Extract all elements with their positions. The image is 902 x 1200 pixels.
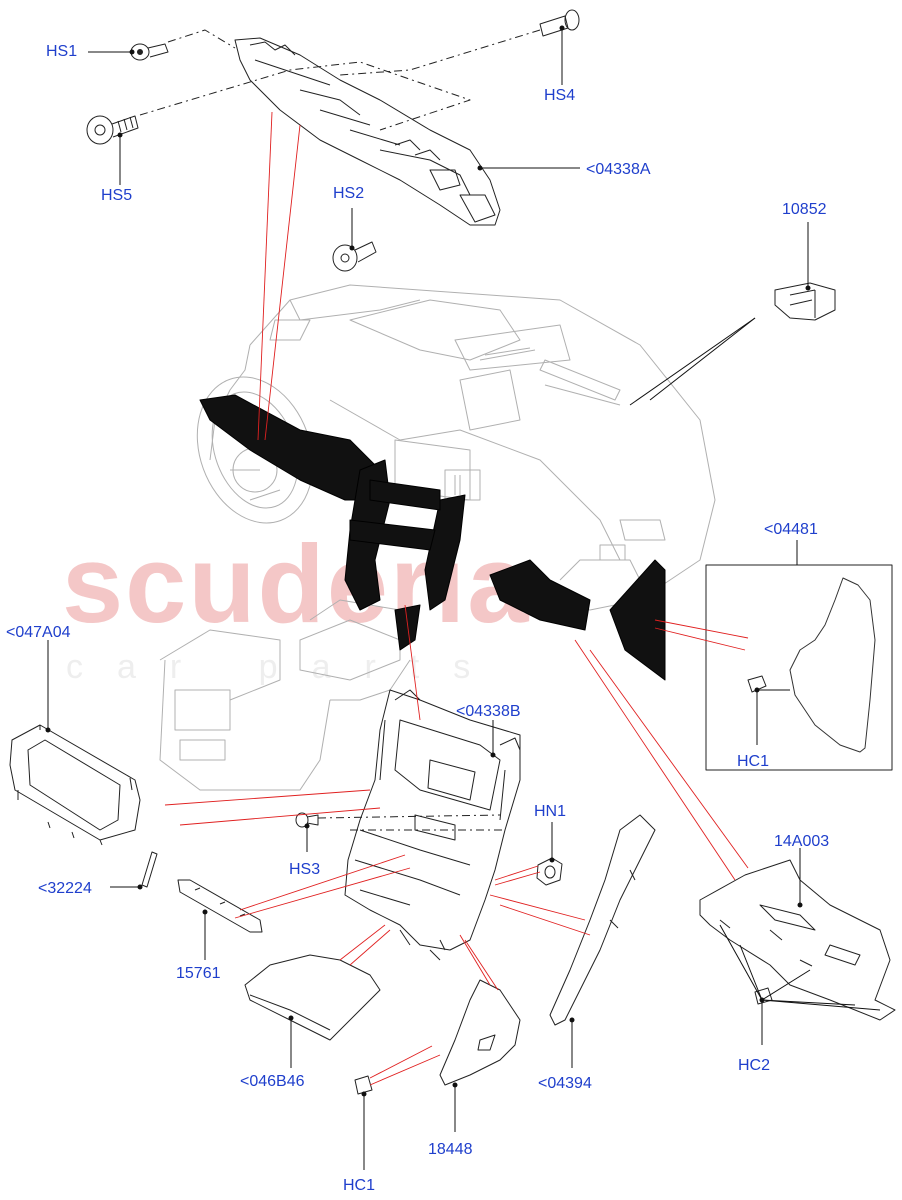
callout-hc1-bottom[interactable]: HC1 bbox=[343, 1177, 376, 1194]
dashboard-highlight-parts bbox=[200, 395, 665, 680]
upper-dash-bracket bbox=[235, 38, 500, 225]
callout-hn1[interactable]: HN1 bbox=[534, 803, 567, 820]
callout-hc2[interactable]: HC2 bbox=[738, 1057, 771, 1074]
bolt-hs4 bbox=[540, 10, 579, 36]
callout-04338a[interactable]: <04338A bbox=[586, 161, 651, 178]
callout-18448[interactable]: 18448 bbox=[428, 1141, 473, 1158]
callout-hs4[interactable]: HS4 bbox=[544, 87, 576, 104]
callout-hs5[interactable]: HS5 bbox=[101, 187, 133, 204]
bolt-hs2 bbox=[333, 242, 376, 271]
bolt-hs5 bbox=[87, 116, 138, 144]
callout-15761[interactable]: 15761 bbox=[176, 965, 221, 982]
center-frame-04338b bbox=[345, 690, 520, 960]
leader-lines bbox=[48, 28, 880, 1170]
callout-047a04[interactable]: <047A04 bbox=[6, 624, 71, 641]
dashed-lines bbox=[140, 30, 540, 830]
watermark-sub: car parts bbox=[66, 648, 505, 686]
bracket-15761 bbox=[178, 880, 262, 932]
clip-hc1-bottom bbox=[355, 1076, 372, 1094]
display-047a04 bbox=[10, 725, 140, 845]
trim-04394 bbox=[550, 815, 655, 1025]
callout-hs3[interactable]: HS3 bbox=[289, 861, 321, 878]
callout-32224[interactable]: <32224 bbox=[38, 880, 92, 897]
strip-32224 bbox=[142, 852, 157, 887]
detail-box-04481 bbox=[706, 565, 892, 770]
clip-10852 bbox=[775, 283, 835, 320]
trim-18448 bbox=[440, 980, 520, 1085]
bolt-hs1 bbox=[131, 44, 168, 60]
leader-dots bbox=[45, 25, 811, 1097]
callout-04338b[interactable]: <04338B bbox=[456, 703, 521, 720]
screw-hs3 bbox=[296, 813, 318, 827]
nut-hn1 bbox=[537, 858, 562, 885]
panel-14a003 bbox=[700, 860, 895, 1020]
callout-04394[interactable]: <04394 bbox=[538, 1075, 592, 1092]
red-lines bbox=[165, 112, 748, 1085]
clip-hc2 bbox=[755, 988, 772, 1004]
callout-10852[interactable]: 10852 bbox=[782, 201, 827, 218]
callout-hs1[interactable]: HS1 bbox=[46, 43, 78, 60]
callout-14a003[interactable]: 14A003 bbox=[774, 833, 830, 850]
callout-hc1-right[interactable]: HC1 bbox=[737, 753, 770, 770]
callout-hs2[interactable]: HS2 bbox=[333, 185, 365, 202]
callout-04481[interactable]: <04481 bbox=[764, 521, 818, 538]
callout-046b46[interactable]: <046B46 bbox=[240, 1073, 305, 1090]
trim-046b46 bbox=[245, 955, 380, 1040]
